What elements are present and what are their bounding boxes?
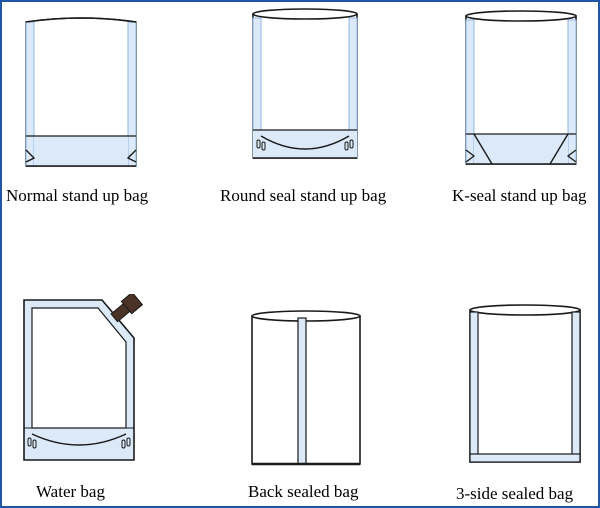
caption-water-bag: Water bag — [36, 482, 105, 501]
round-seal-stand-up-bag-illustration — [247, 6, 363, 162]
caption-three-side-sealed-bag: 3-side sealed bag — [456, 484, 574, 503]
back-sealed-bag-illustration — [248, 308, 364, 468]
caption-back-sealed-bag: Back sealed bag — [248, 482, 359, 501]
water-bag-illustration — [20, 294, 152, 464]
normal-stand-up-bag-illustration — [22, 10, 140, 170]
caption-round-seal-stand-up-bag: Round seal stand up bag — [220, 186, 387, 205]
three-side-sealed-bag-illustration — [464, 302, 586, 466]
caption-normal-stand-up-bag: Normal stand up bag — [6, 186, 149, 205]
k-seal-stand-up-bag-illustration — [462, 6, 580, 166]
caption-k-seal-stand-up-bag: K-seal stand up bag — [452, 186, 587, 205]
